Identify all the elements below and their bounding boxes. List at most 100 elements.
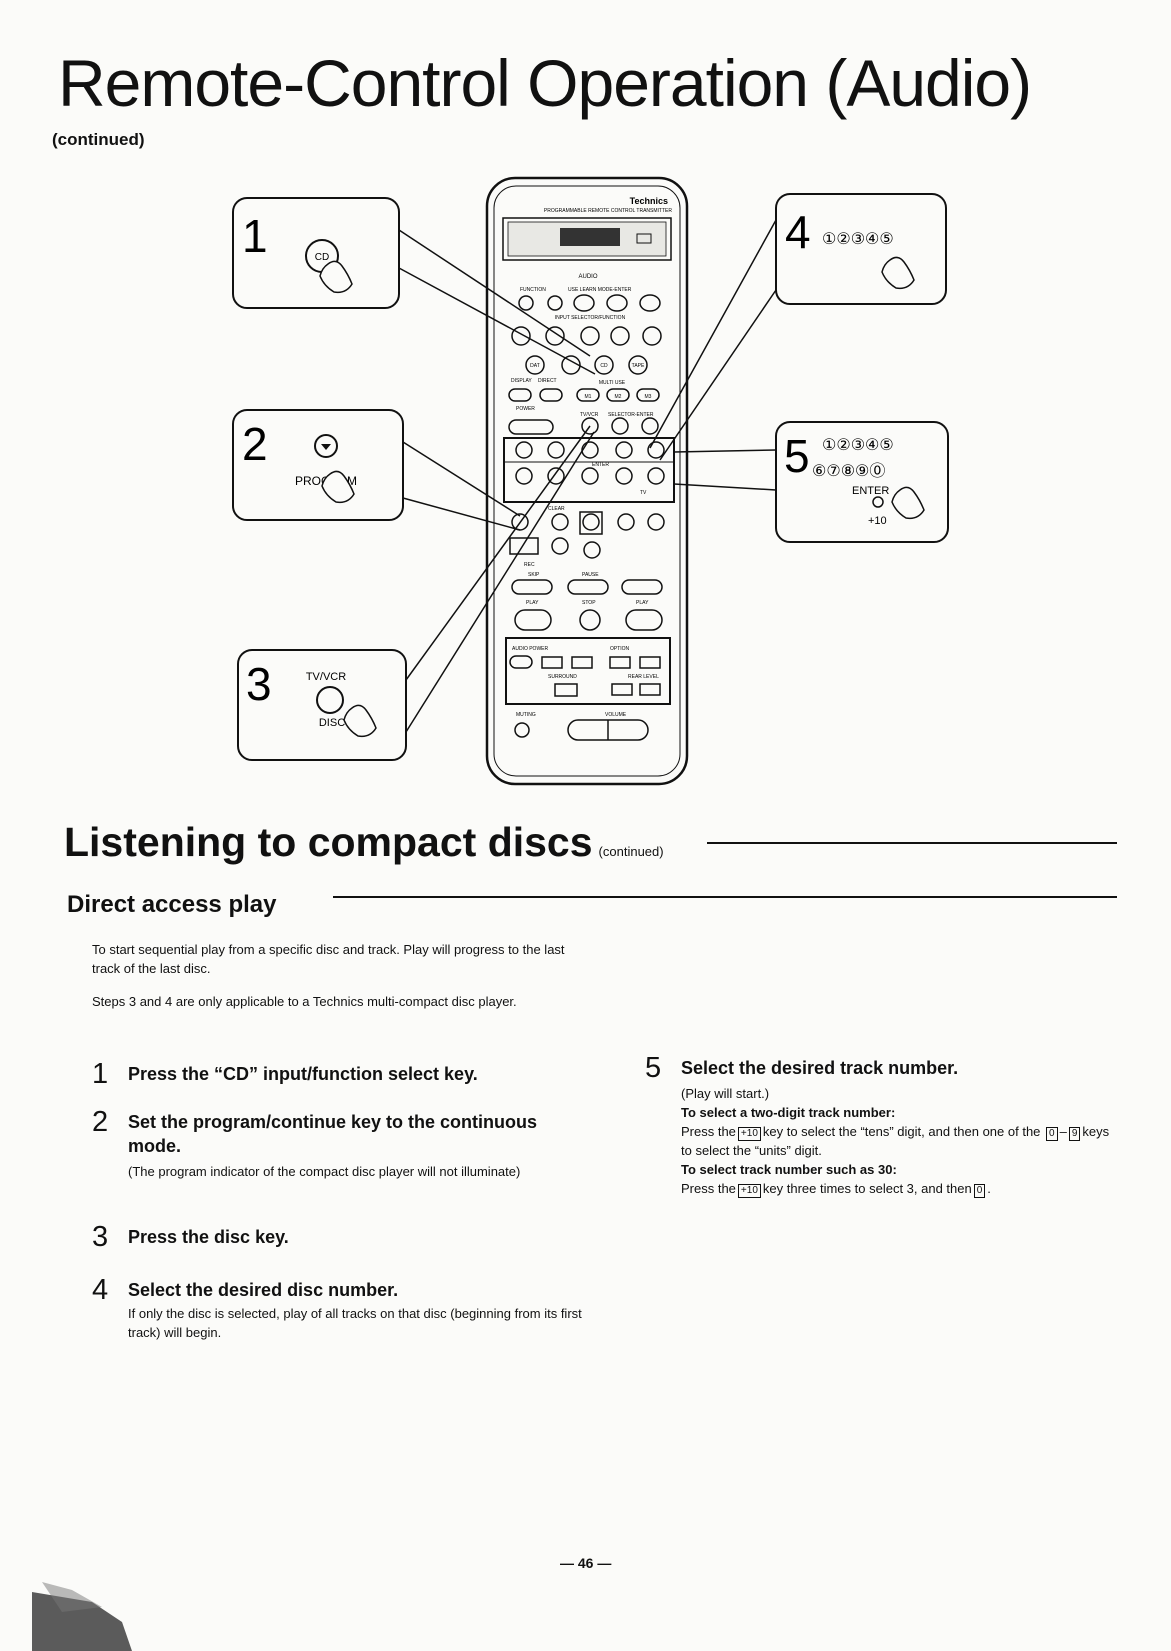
callout-1-key-label: CD	[315, 252, 329, 263]
subheading-rule	[333, 896, 1117, 898]
label-pause: PAUSE	[582, 572, 599, 578]
scan-artifact	[32, 1582, 132, 1651]
callout-3-key-top: TV/VCR	[306, 671, 346, 683]
intro-paragraph: Steps 3 and 4 are only applicable to a T…	[92, 994, 517, 1009]
nine-key: 9	[1068, 1127, 1081, 1141]
section-heading-text: Listening to compact discs	[64, 819, 593, 865]
label-m2: M2	[615, 394, 622, 400]
label-input-selector: INPUT SELECTOR/FUNCTION	[555, 315, 626, 321]
label-multi-use: MULTI USE	[599, 380, 626, 386]
callout-5-keys-row1: ①②③④⑤	[822, 437, 894, 454]
label-stop: STOP	[582, 600, 596, 606]
step-heading: Press the “CD” input/function select key…	[128, 1064, 478, 1084]
step-body: If only the disc is selected, play of al…	[128, 1306, 582, 1340]
label-volume: VOLUME	[605, 712, 627, 718]
label-power: POWER	[516, 406, 535, 412]
step-heading: Press the disc key.	[128, 1227, 289, 1247]
instruction-text: key three times to select 3, and then	[762, 1181, 972, 1196]
remote-control-body: Technics PROGRAMMABLE REMOTE CONTROL TRA…	[485, 176, 689, 786]
callout-3-key-bottom: DISC	[319, 717, 345, 729]
callout-1-number: 1	[242, 210, 268, 262]
step-subheading: To select a two-digit track number:	[681, 1105, 896, 1120]
step-number: 5	[645, 1052, 662, 1084]
step-heading: Select the desired disc number.	[128, 1280, 399, 1300]
callout-5-enter: ENTER	[852, 485, 889, 497]
callout-5-number: 5	[784, 430, 810, 482]
hand-pointer-icon	[319, 260, 353, 294]
page-number: — 46 —	[560, 1555, 612, 1571]
label-skip: SKIP	[528, 572, 540, 578]
label-tv-vcr-remote: TV/VCR	[580, 412, 599, 418]
subsection-heading: Direct access play	[67, 891, 277, 918]
callout-2: 2 PROGRAM	[232, 409, 521, 531]
remote-control-diagram: Technics PROGRAMMABLE REMOTE CONTROL TRA…	[232, 176, 949, 786]
label-clear: CLEAR	[548, 506, 565, 512]
label-rec: REC	[524, 562, 535, 568]
label-m1: M1	[585, 394, 592, 400]
callout-4: 4 ①②③④⑤	[649, 193, 947, 461]
step-body: (The program indicator of the compact di…	[128, 1164, 521, 1179]
instruction-text: .	[987, 1181, 991, 1196]
zero-key: 0	[973, 1184, 986, 1198]
plus10-key: +10	[737, 1127, 761, 1141]
instruction-text: Press the	[681, 1181, 736, 1196]
instruction-text: Press the	[681, 1124, 736, 1139]
callout-3: 3 TV/VCR DISC	[237, 425, 595, 761]
label-tape: TAPE	[632, 363, 645, 369]
label-dat: DAT	[530, 363, 540, 369]
zero-key: 0	[1046, 1127, 1058, 1141]
callout-2-number: 2	[242, 418, 268, 470]
label-audio-power: AUDIO POWER	[512, 646, 549, 652]
hand-pointer-icon	[881, 256, 915, 290]
label-play-right: PLAY	[636, 600, 649, 606]
section-heading-note: (continued)	[598, 844, 664, 859]
heading-rule	[707, 842, 1117, 844]
hand-pointer-icon	[343, 704, 377, 738]
callout-4-number: 4	[785, 206, 811, 258]
page-title: Remote-Control Operation (Audio)	[58, 46, 1032, 120]
remote-brand-text: Technics	[630, 196, 668, 206]
label-option: OPTION	[610, 646, 630, 652]
instruction-text: keys to select the “units” digit.	[681, 1124, 1110, 1158]
section-heading: Listening to compact discs (continued)	[64, 822, 664, 863]
label-audio: AUDIO	[578, 274, 597, 280]
step-note: (Play will start.)	[681, 1086, 770, 1101]
hand-pointer-icon	[891, 486, 925, 520]
callout-4-keys: ①②③④⑤	[822, 231, 894, 248]
step-number: 1	[92, 1058, 109, 1090]
step-body: (Play will start.) To select a two-digit…	[681, 1084, 1121, 1198]
label-play-left: PLAY	[526, 600, 539, 606]
instruction-text: key to select the “tens” digit, and then…	[762, 1124, 1041, 1139]
callout-5: 5 ①②③④⑤ ⑥⑦⑧⑨⓪ ENTER +10	[673, 421, 949, 543]
step-number: 2	[92, 1106, 109, 1138]
label-m3: M3	[645, 394, 652, 400]
page-subtitle: (continued)	[52, 130, 145, 149]
step-heading: Set the program/continue key to the cont…	[128, 1112, 538, 1156]
step-heading: Select the desired track number.	[681, 1058, 959, 1078]
label-muting: MUTING	[516, 712, 536, 718]
hand-pointer-icon	[321, 470, 355, 504]
label-use-learn: USE LEARN MODE-ENTER	[568, 287, 632, 293]
step-subheading: To select track number such as 30:	[681, 1162, 897, 1177]
remote-model-text: PROGRAMMABLE REMOTE CONTROL TRANSMITTER	[544, 208, 672, 214]
label-rear-level: REAR LEVEL	[628, 674, 659, 680]
step-number: 3	[92, 1221, 109, 1253]
label-cd: CD	[600, 363, 608, 369]
label-tv-remote: TV	[640, 490, 647, 496]
dash-text: –	[1059, 1124, 1067, 1139]
callout-5-plus10: +10	[868, 515, 887, 527]
label-direct: DIRECT	[538, 378, 557, 384]
step-number: 4	[92, 1274, 109, 1306]
intro-paragraph: To start sequential play from a specific…	[92, 942, 565, 976]
callout-3-number: 3	[246, 658, 272, 710]
label-selector-enter: SELECTOR-ENTER	[608, 412, 654, 418]
label-surround: SURROUND	[548, 674, 577, 680]
callout-5-keys-row2: ⑥⑦⑧⑨⓪	[812, 462, 885, 480]
label-function: FUNCTION	[520, 287, 546, 293]
plus10-key: +10	[737, 1184, 761, 1198]
callout-1: 1 CD	[232, 197, 596, 375]
label-display: DISPLAY	[511, 378, 532, 384]
label-enter-remote: ENTER	[592, 462, 609, 468]
